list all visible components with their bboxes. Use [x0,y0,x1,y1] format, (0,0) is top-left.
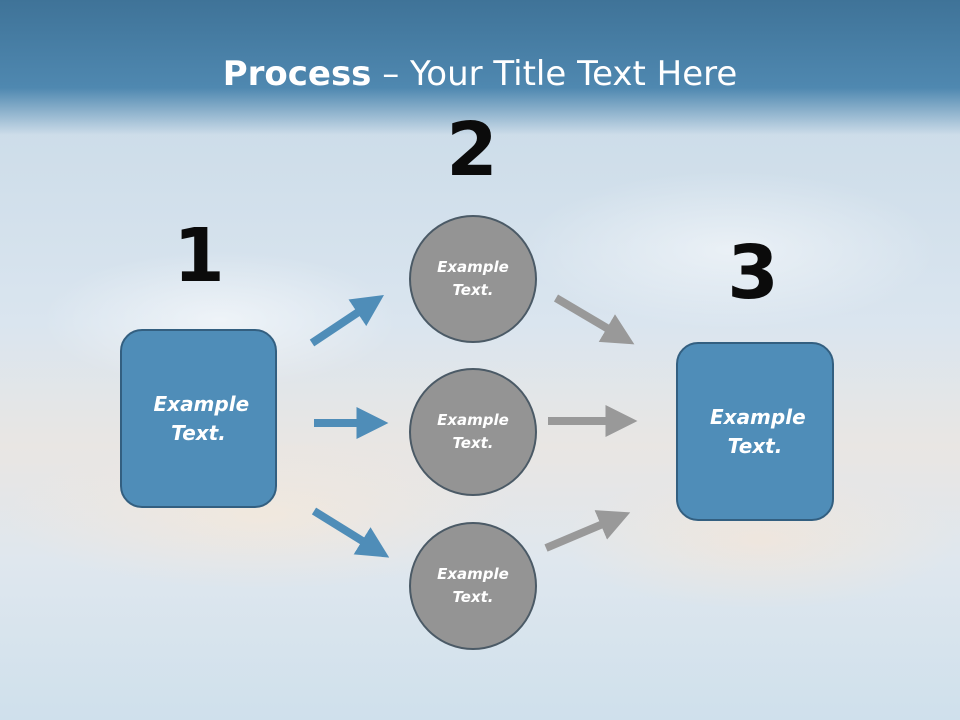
process-box-step1[interactable]: Example Text. [120,329,277,508]
arrow-box1-to-circle-bottom [311,507,390,558]
process-box-step3-label: Example Text. [710,404,806,458]
slide-title: Process – Your Title Text Here [0,52,960,96]
process-box-step1-label: Example Text. [153,391,250,445]
process-circle-top[interactable]: Example Text. [409,215,537,343]
arrow-box1-to-circle-top [309,295,384,347]
title-bold: Process [222,54,372,94]
process-circle-middle[interactable]: Example Text. [409,368,537,496]
arrow-circle-bottom-to-box3 [544,510,631,552]
process-circle-middle-label: Example Text. [437,411,509,452]
header-band [0,0,960,135]
step-number-2: 2 [446,107,498,193]
process-circle-top-label: Example Text. [437,258,509,299]
process-circle-bottom-label: Example Text. [437,565,509,606]
title-rest: – Your Title Text Here [371,54,738,94]
arrow-circle-top-to-box3 [553,294,635,345]
process-circle-bottom[interactable]: Example Text. [409,522,537,650]
step-number-3: 3 [727,230,779,316]
step-number-1: 1 [173,213,225,299]
process-box-step3[interactable]: Example Text. [676,342,834,521]
